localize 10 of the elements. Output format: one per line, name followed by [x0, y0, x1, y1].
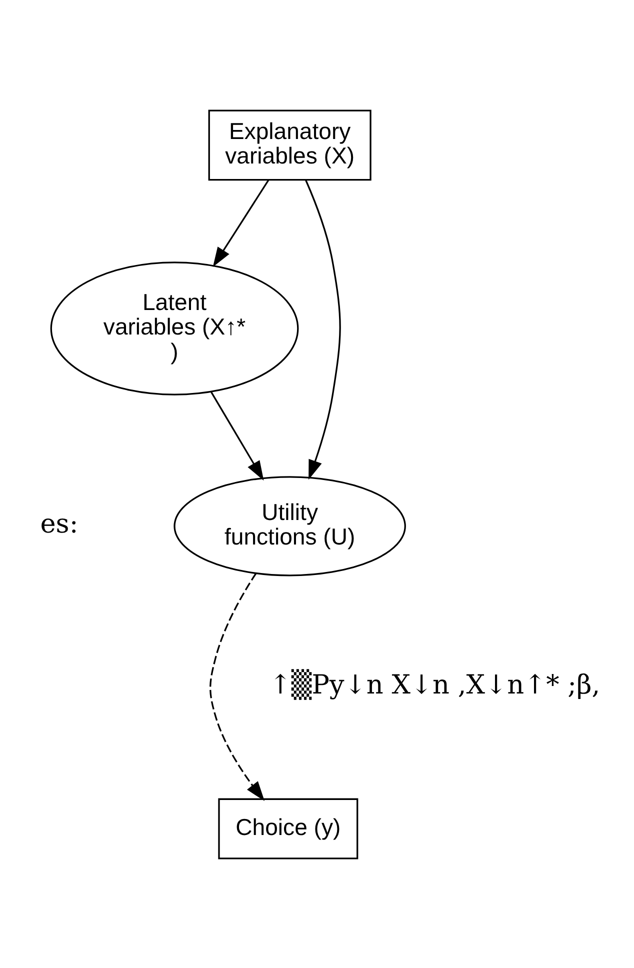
node-box: Choice (y) — [218, 798, 358, 859]
label: es: — [40, 508, 78, 539]
node-ellipse: Utility functions (U) — [174, 476, 406, 576]
node-ellipse: Latent variables (X↑* ) — [50, 261, 299, 395]
arrow — [212, 178, 270, 267]
node-box: Explanatory variables (X) — [208, 109, 372, 180]
arrow — [305, 179, 341, 480]
label: ↑▒Py↓n X↓n ,X↓n↑* ;β, — [269, 670, 600, 700]
arrow — [210, 572, 265, 801]
arrow — [210, 391, 264, 480]
